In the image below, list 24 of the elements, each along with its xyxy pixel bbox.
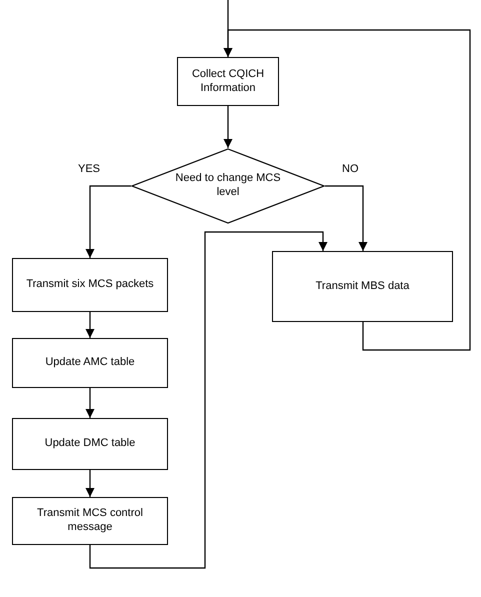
arrow (325, 185, 368, 251)
arrow (86, 185, 131, 258)
process-text: Transmit MBS data (316, 280, 410, 294)
process-box (177, 57, 279, 106)
decision-text: Need to change MCS level (174, 172, 282, 200)
arrow (89, 231, 328, 569)
process-box (272, 251, 453, 322)
process-box (12, 497, 168, 545)
process-box (12, 418, 168, 470)
process-text: Collect CQICH Information (190, 68, 266, 96)
process-text: Transmit MCS control message (36, 507, 144, 535)
process-text: Update DMC table (44, 437, 136, 451)
process-box (12, 338, 168, 388)
edge-label: YES (76, 164, 102, 175)
process-text: Transmit six MCS packets (26, 278, 154, 292)
arrow (224, 29, 471, 351)
decision-diamond (131, 148, 325, 224)
arrow (86, 388, 94, 418)
process-box (12, 258, 168, 312)
arrow (86, 312, 94, 338)
arrow (224, 106, 232, 148)
process-text: Update AMC table (45, 356, 135, 370)
arrow (86, 470, 94, 497)
edge-label: NO (340, 164, 360, 175)
